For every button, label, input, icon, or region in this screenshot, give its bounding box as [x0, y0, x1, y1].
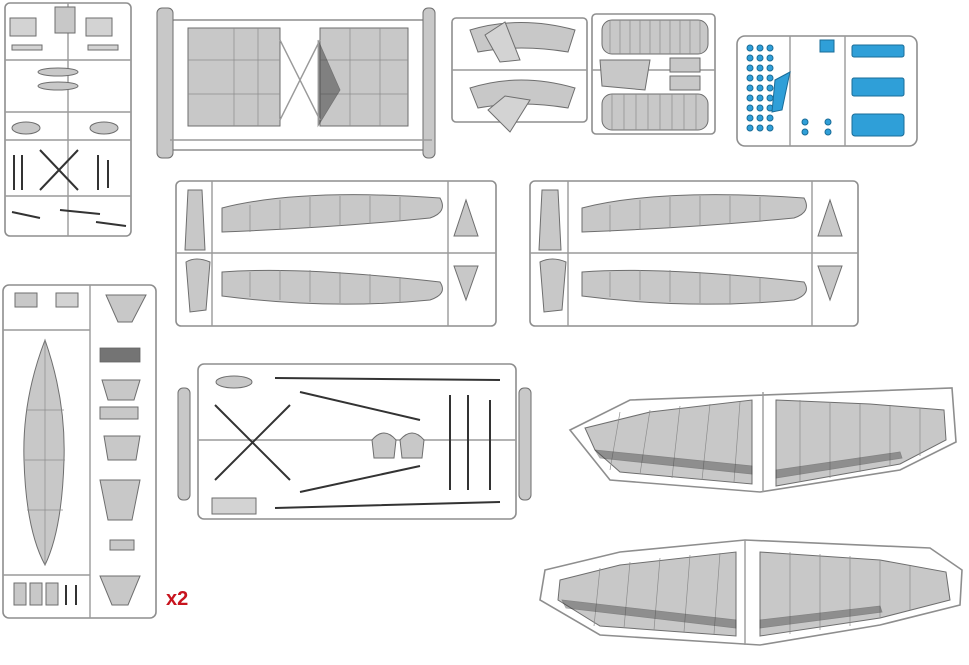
sprue-clear-parts [736, 35, 918, 147]
sprue-fuselage-right [529, 180, 859, 327]
sprue-fuselage-left [175, 180, 497, 327]
sprue-small-parts-top-left [4, 2, 132, 237]
sprue-wing-lower [539, 539, 963, 646]
sprue-floor-panels [156, 7, 436, 159]
sprue-struts [177, 363, 532, 520]
sprue-copies-label: x2 [166, 588, 189, 610]
clear-lens-dots [746, 44, 774, 132]
sprue-curved-parts [451, 13, 716, 135]
sprue-hull-bottom [2, 284, 157, 619]
sprue-wing-upper [568, 387, 957, 493]
